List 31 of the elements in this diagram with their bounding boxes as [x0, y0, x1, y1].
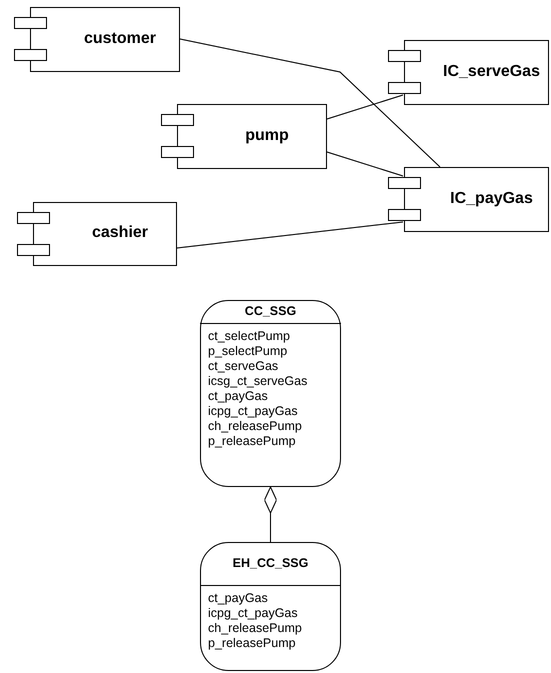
component-box	[161, 104, 327, 169]
class-name: CC_SSG	[244, 304, 298, 318]
attribute-text: ch_releasePump	[208, 419, 302, 434]
attribute-text: ct_selectPump	[208, 329, 290, 344]
connector-line	[176, 222, 404, 248]
component-name: cashier	[90, 224, 150, 242]
attribute-text: p_selectPump	[208, 344, 288, 359]
component-box	[14, 7, 180, 72]
class-box	[200, 542, 341, 671]
component-name: IC_serveGas	[442, 62, 541, 80]
component-name: pump	[244, 126, 290, 144]
component-name: IC_payGas	[449, 190, 534, 208]
connector-line	[326, 94, 404, 120]
attribute-text: icsg_ct_serveGas	[208, 374, 308, 389]
component-box	[388, 40, 549, 105]
component-name: customer	[82, 30, 158, 48]
attribute-text: icpg_ct_payGas	[208, 404, 298, 419]
class-box	[200, 300, 341, 487]
connector-line	[180, 38, 440, 168]
attribute-text: ct_payGas	[208, 389, 268, 404]
attribute-text: icpg_ct_payGas	[208, 606, 298, 621]
attribute-text: ct_payGas	[208, 591, 268, 606]
attribute-text: ct_serveGas	[208, 359, 278, 374]
aggregation-line	[264, 486, 277, 542]
attribute-text: p_releasePump	[208, 434, 296, 449]
component-box	[17, 202, 177, 266]
attribute-text: ch_releasePump	[208, 621, 302, 636]
connector-line	[326, 152, 404, 176]
component-box	[388, 167, 549, 232]
attribute-text: p_releasePump	[208, 636, 296, 651]
class-name: EH_CC_SSG	[232, 556, 310, 570]
